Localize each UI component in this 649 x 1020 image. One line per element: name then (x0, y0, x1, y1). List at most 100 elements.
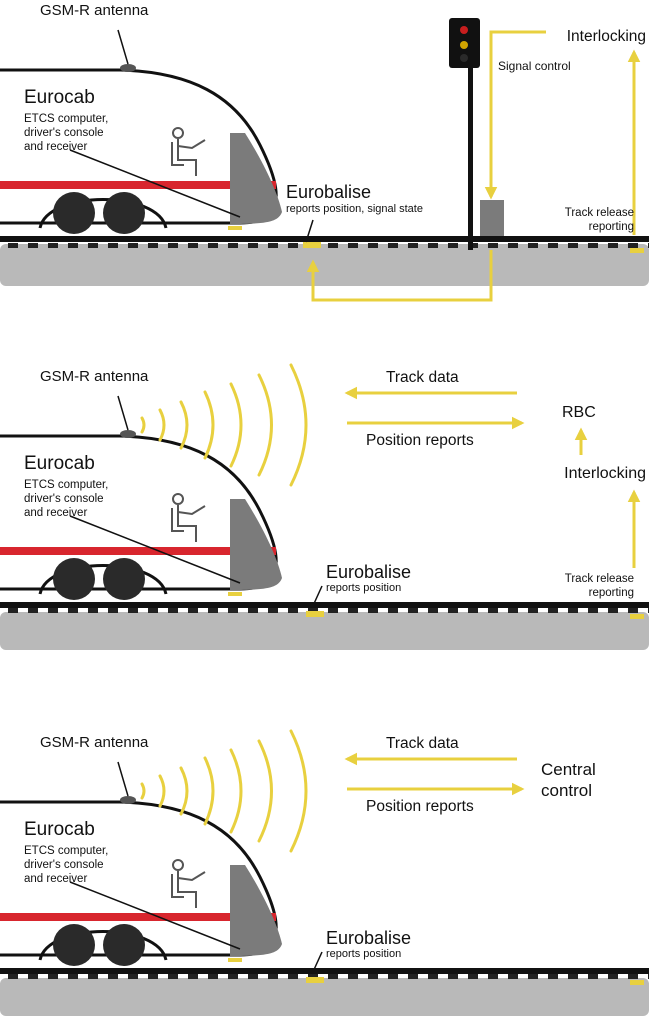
sleeper (368, 243, 378, 248)
sleeper (508, 974, 518, 979)
sleeper (248, 243, 258, 248)
rail (0, 968, 649, 974)
track-marker (630, 980, 644, 985)
sleeper (608, 974, 618, 979)
rail (0, 236, 649, 242)
sleeper (8, 974, 18, 979)
balise-title: Eurobalise (326, 562, 411, 582)
rail (0, 602, 649, 608)
sleeper (608, 608, 618, 613)
sleeper (568, 974, 578, 979)
sleeper (288, 243, 298, 248)
position-reports-label: Position reports (366, 798, 474, 815)
balise-desc: reports position (326, 582, 401, 594)
sleeper (408, 243, 418, 248)
sleeper (328, 974, 338, 979)
eurobalise-marker (303, 242, 321, 248)
sleeper (588, 608, 598, 613)
sleeper (88, 608, 98, 613)
track-release-marker (630, 248, 644, 253)
sleeper (268, 608, 278, 613)
sleeper (208, 243, 218, 248)
cab-desc-line: ETCS computer, (24, 479, 108, 491)
sleeper (48, 243, 58, 248)
cab-desc-line: ETCS computer, (24, 113, 108, 125)
sleeper (228, 974, 238, 979)
sleeper (448, 608, 458, 613)
track (0, 968, 649, 1016)
antenna-label: GSM-R antenna (40, 2, 149, 19)
signal-icon (449, 18, 480, 250)
central-control-label: control (541, 781, 592, 800)
sleeper (528, 974, 538, 979)
sleeper (508, 243, 518, 248)
signal-control-label: Signal control (498, 59, 571, 73)
sleeper (168, 608, 178, 613)
track (0, 236, 649, 286)
sleeper (188, 608, 198, 613)
sleeper (208, 974, 218, 979)
sleeper (248, 974, 258, 979)
sleeper (528, 608, 538, 613)
sleeper (628, 608, 638, 613)
sleeper (448, 243, 458, 248)
balise-pointer (305, 219, 314, 243)
sleeper (268, 974, 278, 979)
sleeper (108, 243, 118, 248)
track-release-label: reporting (589, 587, 634, 599)
sleeper (68, 974, 78, 979)
sleeper (628, 243, 638, 248)
cab-title: Eurocab (24, 819, 95, 840)
position-reports-label: Position reports (366, 432, 474, 449)
interlocking-label: Interlocking (567, 28, 646, 45)
balise-desc: reports position (326, 948, 401, 960)
sleepers (8, 974, 649, 979)
sleeper (588, 974, 598, 979)
sleeper (88, 974, 98, 979)
sleeper (388, 243, 398, 248)
ballast (0, 244, 649, 286)
balise-pointer (311, 951, 323, 975)
track-release-label: Track release (565, 207, 634, 219)
sleeper (348, 243, 358, 248)
signal-box (480, 200, 504, 236)
sleeper (168, 974, 178, 979)
sleeper (368, 974, 378, 979)
cab-desc-line: and receiver (24, 141, 87, 153)
sleeper (408, 974, 418, 979)
sleeper (348, 608, 358, 613)
balise-pointer (311, 585, 323, 609)
sleeper (148, 608, 158, 613)
panel-level-3: GSM-R antenna Eurocab ETCS computer, dri… (0, 729, 649, 1016)
sleeper (368, 608, 378, 613)
track-data-label: Track data (386, 369, 459, 386)
cab-desc-line: driver's console (24, 493, 104, 505)
sleeper (628, 974, 638, 979)
cab-desc-line: driver's console (24, 859, 104, 871)
balise-desc: reports position, signal state (286, 203, 423, 215)
sleeper (228, 608, 238, 613)
cab-desc-line: and receiver (24, 873, 87, 885)
interlocking-label: Interlocking (564, 465, 646, 482)
balise-title: Eurobalise (326, 928, 411, 948)
sleeper (548, 608, 558, 613)
sleeper (208, 608, 218, 613)
cab-title: Eurocab (24, 453, 95, 474)
sleeper (528, 243, 538, 248)
antenna-label: GSM-R antenna (40, 368, 149, 385)
sleeper (68, 243, 78, 248)
sleeper (328, 608, 338, 613)
track-release-marker (630, 614, 644, 619)
rbc-label: RBC (562, 404, 596, 421)
sleeper (548, 974, 558, 979)
panel-level-2: GSM-R antenna Eurocab ETCS computer, dri… (0, 363, 649, 650)
central-control-label: Central (541, 760, 596, 779)
sleeper (288, 608, 298, 613)
sleeper (328, 243, 338, 248)
sleeper (8, 243, 18, 248)
sleeper (428, 974, 438, 979)
balise-feed-arrow (306, 250, 493, 302)
cab-desc-line: and receiver (24, 507, 87, 519)
sleeper (128, 608, 138, 613)
